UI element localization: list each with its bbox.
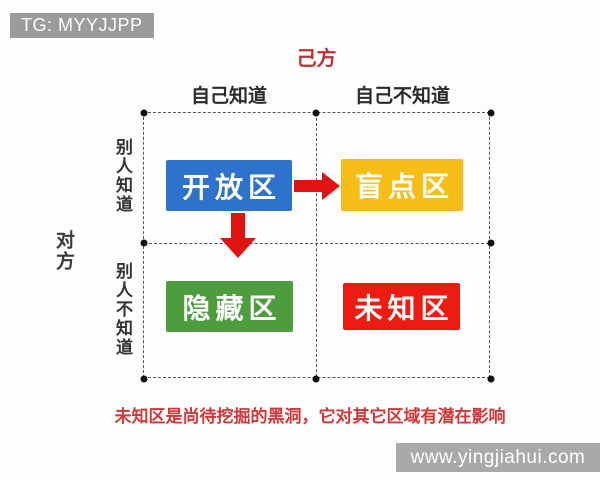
grid-node-dot bbox=[140, 375, 148, 383]
arrow-down-icon bbox=[220, 213, 256, 258]
quadrant-hidden-area: 隐藏区 bbox=[166, 281, 293, 332]
left-axis-title: 对方 bbox=[53, 230, 74, 272]
grid-vertical-divider bbox=[316, 113, 317, 377]
tg-banner: TG: MYYJJPP bbox=[10, 13, 154, 38]
grid-node-dot bbox=[140, 239, 148, 247]
grid-horizontal-divider bbox=[144, 243, 489, 244]
grid-node-dot bbox=[140, 109, 148, 117]
top-axis-title: 己方 bbox=[296, 48, 337, 70]
grid-node-dot bbox=[312, 375, 320, 383]
grid-node-dot bbox=[312, 109, 320, 117]
quadrant-blind-area: 盲点区 bbox=[341, 159, 463, 211]
quadrant-unknown-area: 未知区 bbox=[343, 283, 460, 330]
row-header-others-known: 别人知道 bbox=[113, 138, 132, 214]
grid-node-dot bbox=[487, 375, 495, 383]
row-header-others-unknown: 别人不知道 bbox=[113, 262, 132, 357]
arrow-right-shaft bbox=[294, 180, 322, 192]
quadrant-grid bbox=[140, 109, 495, 383]
arrow-right-head bbox=[322, 172, 340, 200]
quadrant-open-area: 开放区 bbox=[166, 160, 292, 211]
caption-text: 未知区是尚待挖掘的黑洞，它对其它区域有潜在影响 bbox=[114, 407, 506, 426]
grid-node-dot bbox=[487, 239, 495, 247]
arrow-down-head bbox=[220, 238, 256, 258]
watermark: www.yingjiahui.com bbox=[396, 443, 600, 472]
arrow-down-shaft bbox=[231, 213, 245, 238]
col-header-self-known: 自己知道 bbox=[190, 86, 267, 107]
col-header-self-unknown: 自己不知道 bbox=[354, 86, 450, 107]
arrow-right-icon bbox=[294, 172, 340, 200]
grid-node-dot bbox=[487, 109, 495, 117]
